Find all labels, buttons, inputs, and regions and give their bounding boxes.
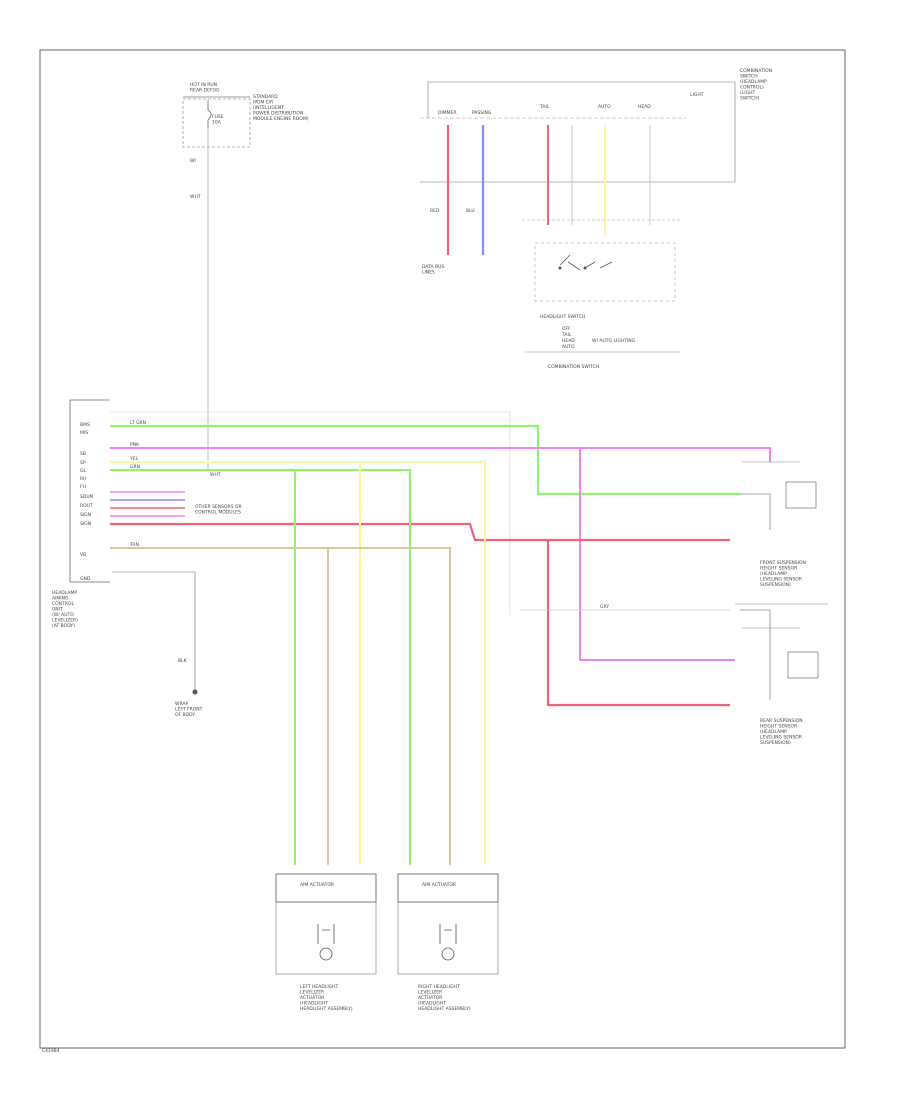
- wire-label-yel: YEL: [129, 456, 139, 462]
- wire-label-blu: BLU: [466, 208, 475, 214]
- ground-wire: BLK: [178, 658, 188, 664]
- wire-label-fuse-top: BR: [190, 158, 196, 164]
- combo-pin-head: HEAD: [638, 104, 651, 110]
- wire-label-gry: GRY: [600, 604, 609, 610]
- headlight-switch-label: HEADLIGHT SWITCH: [540, 314, 585, 320]
- switch-auto-note: W/ AUTO LIGHTING: [592, 338, 636, 344]
- bcm-pin-5: RH: [80, 476, 87, 482]
- bcm-pin-12: GND: [80, 576, 91, 582]
- bcm-pin-11: VB: [80, 552, 86, 558]
- right-motor-header: AIM ACTUATOR: [422, 882, 456, 888]
- switch-pos-tail: TAIL: [561, 332, 572, 338]
- switch-pos-off: OFF: [562, 326, 571, 332]
- left-motor-header: AIM ACTUATOR: [300, 882, 334, 888]
- bcm-pin-2: SB: [80, 451, 86, 457]
- wire-label-pnk: PNK: [130, 442, 140, 448]
- bcm-pin-4: GL: [80, 468, 86, 474]
- switch-pos-head: HEAD: [562, 338, 575, 344]
- wire-label-lgrn: LT GRN: [130, 420, 146, 426]
- bcm-pin-8: ROUT: [80, 503, 93, 509]
- combo-pin-dimmer: DIMMER: [438, 110, 457, 116]
- combo-pin-passing: PASSING: [472, 110, 492, 116]
- wire-label-grn: GRN: [130, 464, 140, 470]
- wire-label-tan: TAN: [129, 542, 139, 548]
- bcm-pin-0: BMS: [80, 422, 90, 428]
- bcm-pin-9: SIGN: [80, 512, 91, 518]
- bcm-block: BMS MIS SB SP GL RH FH SDUN ROUT SIGN SI…: [52, 399, 511, 718]
- combo-pin-auto: AUTO: [598, 104, 611, 110]
- bcm-pin-10: SIGN: [80, 521, 91, 527]
- harness-wires: LT GRN PNK YEL GRN TAN GRY WHT: [110, 420, 771, 865]
- combo-pin-light: LIGHT: [690, 92, 704, 98]
- combination-switch-label: COMBINATION SWITCH: [548, 364, 599, 370]
- combo-pin-tail: TAIL: [539, 104, 550, 110]
- wire-label-fuse-bot: WHT: [190, 194, 201, 200]
- wire-label-red: RED: [430, 208, 440, 214]
- bcm-pin-7: SDUN: [80, 494, 93, 500]
- wire-label-wht: WHT: [210, 472, 221, 478]
- bcm-pin-1: MIS: [80, 430, 88, 436]
- switch-pos-auto: AUTO: [562, 344, 575, 350]
- bcm-pin-3: SP: [80, 460, 86, 466]
- bcm-pin-6: FH: [80, 484, 86, 490]
- figure-code: C41984: [42, 1048, 60, 1054]
- diagram-frame: [39, 49, 846, 1049]
